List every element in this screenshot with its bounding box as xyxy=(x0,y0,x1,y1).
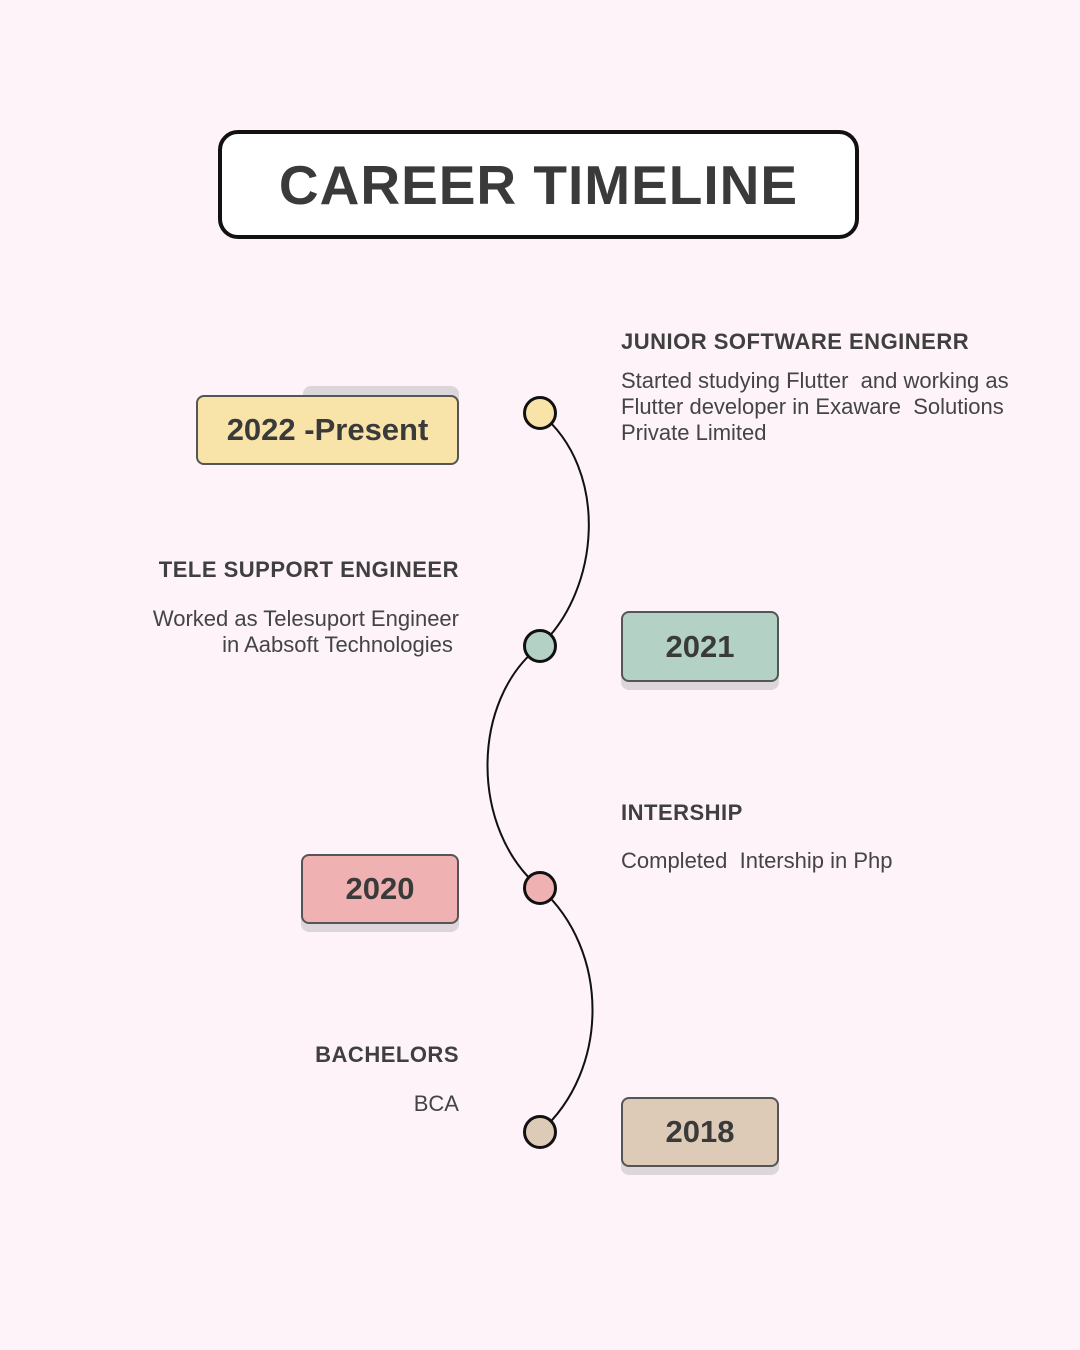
entry-heading: JUNIOR SOFTWARE ENGINERR xyxy=(621,329,970,354)
entry-heading: INTERSHIP xyxy=(621,800,743,825)
year-label: 2021 xyxy=(665,628,735,664)
description-line: Worked as Telesuport Engineer xyxy=(152,606,459,631)
timeline-node-2022 xyxy=(523,396,557,430)
year-label: 2020 xyxy=(345,871,415,906)
description-line: in Aabsoft Technologies xyxy=(222,632,459,657)
description-line: Completed Intership in Php xyxy=(621,848,893,873)
timeline-node-2018 xyxy=(523,1115,557,1149)
year-label: 2022 -Present xyxy=(226,412,429,447)
title-box: CAREER TIMELINE xyxy=(218,130,859,239)
entry-heading: BACHELORS xyxy=(315,1042,459,1067)
entry-heading: TELE SUPPORT ENGINEER xyxy=(158,557,459,582)
description-line: Started studying Flutter and working as xyxy=(621,368,1009,393)
entry-description: Completed Intership in Php xyxy=(621,848,893,874)
description-line: Private Limited xyxy=(621,420,767,445)
year-badge-2021: 2021 xyxy=(621,611,779,682)
year-badge-2018: 2018 xyxy=(621,1097,779,1167)
year-badge-2022: 2022 -Present xyxy=(196,395,459,465)
description-line: BCA xyxy=(413,1091,459,1116)
timeline-node-2021 xyxy=(523,629,557,663)
page-title: CAREER TIMELINE xyxy=(278,153,799,216)
year-badge-2020: 2020 xyxy=(301,854,459,924)
timeline-node-2020 xyxy=(523,871,557,905)
description-line: Flutter developer in Exaware Solutions xyxy=(621,394,1004,419)
year-label: 2018 xyxy=(665,1114,735,1149)
entry-description: BCA xyxy=(414,1091,459,1117)
